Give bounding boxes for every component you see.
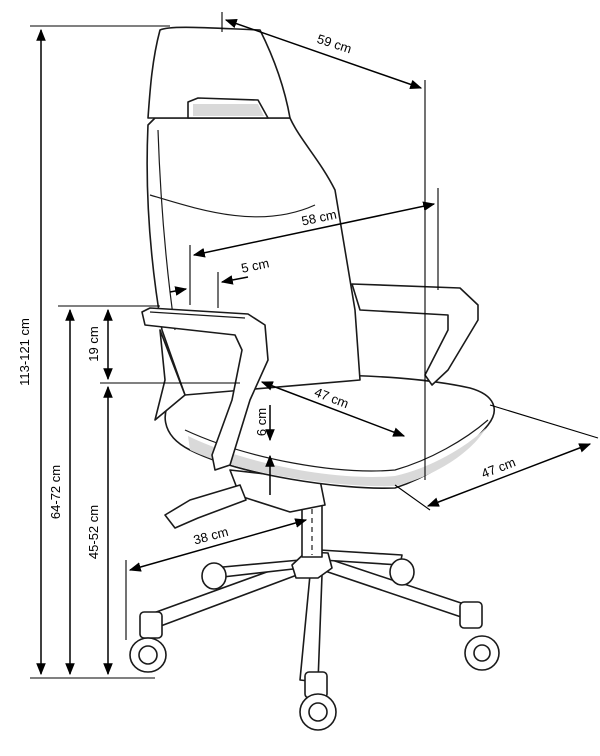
armrest-height-label: 64-72 cm — [48, 465, 63, 519]
chair-drawing — [129, 26, 500, 731]
seat-thickness-label: 6 cm — [254, 408, 269, 436]
chair-base — [147, 549, 477, 683]
seat-width-label: 47 cm — [479, 454, 517, 481]
seat-width-arrow — [426, 443, 592, 507]
base-radius-arrow — [128, 518, 308, 572]
total-height-label: 113-121 cm — [17, 318, 32, 386]
chair-width-arrow — [192, 201, 436, 258]
arm-width-arrow — [220, 275, 249, 285]
chair-headrest — [147, 26, 291, 119]
chair-casters — [129, 558, 500, 731]
chair-back-armrest — [351, 283, 479, 386]
seat-height-label: 45-52 cm — [86, 505, 101, 559]
arm-width-label: 5 cm — [240, 255, 271, 276]
backrest-width-arrow — [224, 19, 423, 89]
chair-width-label: 58 cm — [300, 207, 338, 229]
chair-front-armrest — [141, 307, 269, 471]
arm-to-seat-label: 19 cm — [86, 326, 101, 361]
seat-depth-arrow — [260, 381, 406, 437]
chair-back-lower — [154, 329, 186, 421]
